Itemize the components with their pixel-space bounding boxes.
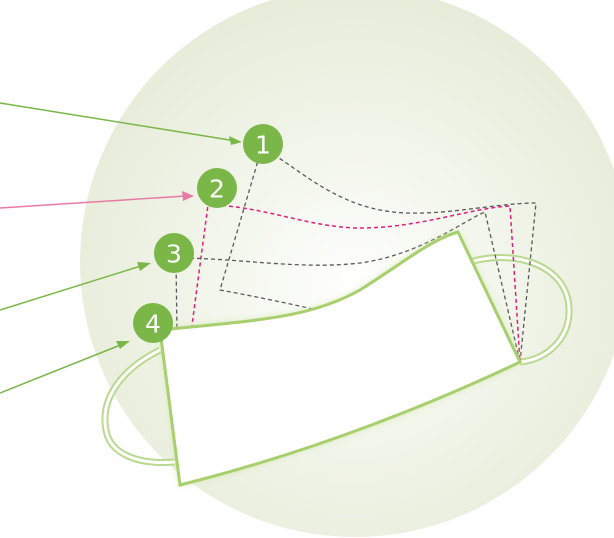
right-ear-loop-inner [469,256,571,364]
background-disc [80,0,614,537]
layer-3-outline [175,211,521,411]
layer-3-number: 3 [166,240,182,269]
layer-4-mask-outline [158,230,523,487]
layer-2-badge: 2 [197,168,237,208]
layer-4-badge: 4 [133,303,173,343]
layer-1-number: 1 [255,131,271,160]
arrow-1 [0,102,242,145]
layer-1-badge: 1 [243,124,283,164]
layer-4-number: 4 [145,310,161,339]
left-ear-loop-inner [103,348,176,465]
layer-3-badge: 3 [154,233,194,273]
arrow-4 [0,341,130,394]
layer-2-number: 2 [209,175,225,204]
arrow-3 [0,262,151,311]
arrow-2 [0,191,194,209]
